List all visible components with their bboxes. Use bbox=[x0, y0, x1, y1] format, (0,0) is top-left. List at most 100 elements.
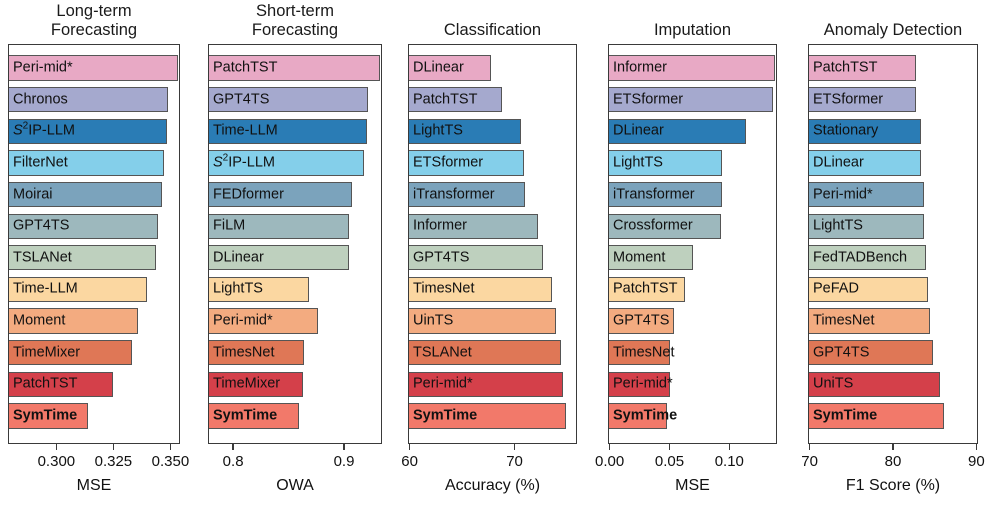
bar[interactable] bbox=[409, 245, 544, 271]
bar[interactable] bbox=[609, 245, 694, 271]
bar[interactable] bbox=[409, 87, 503, 113]
bar[interactable] bbox=[9, 181, 162, 208]
bar-row[interactable]: S2IP-LLM bbox=[9, 118, 178, 144]
bar[interactable] bbox=[809, 87, 916, 113]
bar-row[interactable]: Informer bbox=[409, 213, 575, 239]
bar-row[interactable]: ETSformer bbox=[409, 150, 575, 176]
bar-row[interactable]: LightTS bbox=[209, 276, 380, 303]
bar-row[interactable]: GPT4TS bbox=[9, 213, 178, 239]
bar[interactable] bbox=[9, 276, 148, 303]
bar-row[interactable]: PatchTST bbox=[9, 371, 178, 397]
bar[interactable] bbox=[209, 213, 350, 239]
bar-row[interactable]: Moment bbox=[9, 308, 178, 334]
bar[interactable] bbox=[609, 213, 721, 239]
bar[interactable] bbox=[809, 276, 929, 303]
bar-row[interactable]: Peri-mid* bbox=[809, 181, 976, 208]
bar[interactable] bbox=[609, 181, 722, 208]
bar-row[interactable]: SymTime bbox=[809, 403, 976, 429]
bar-row[interactable]: PatchTST bbox=[609, 276, 775, 303]
bar[interactable] bbox=[809, 55, 916, 81]
bar-row[interactable]: GPT4TS bbox=[209, 87, 380, 113]
bar-row[interactable]: TimesNet bbox=[609, 339, 775, 366]
bar[interactable] bbox=[409, 181, 526, 208]
bar[interactable] bbox=[409, 308, 556, 334]
bar[interactable] bbox=[209, 55, 380, 81]
bar[interactable] bbox=[9, 118, 167, 144]
bar[interactable] bbox=[409, 55, 491, 81]
bar[interactable] bbox=[609, 55, 775, 81]
bar-row[interactable]: S2IP-LLM bbox=[209, 150, 380, 176]
bar-row[interactable]: GPT4TS bbox=[809, 339, 976, 366]
bar[interactable] bbox=[809, 213, 925, 239]
bar-row[interactable]: DLinear bbox=[609, 118, 775, 144]
bar[interactable] bbox=[409, 371, 564, 397]
bar-row[interactable]: FilterNet bbox=[9, 150, 178, 176]
bar-row[interactable]: Peri-mid* bbox=[209, 308, 380, 334]
bar-row[interactable]: LightTS bbox=[809, 213, 976, 239]
bar[interactable] bbox=[409, 213, 539, 239]
bar[interactable] bbox=[9, 150, 164, 176]
bar[interactable] bbox=[609, 118, 747, 144]
bar[interactable] bbox=[609, 371, 670, 397]
bar-row[interactable]: FedTADBench bbox=[809, 245, 976, 271]
bar-row[interactable]: TSLANet bbox=[9, 245, 178, 271]
bar-row[interactable]: PeFAD bbox=[809, 276, 976, 303]
bar-row[interactable]: DLinear bbox=[409, 55, 575, 81]
bar-row[interactable]: TimesNet bbox=[809, 308, 976, 334]
bar[interactable] bbox=[209, 87, 369, 113]
bar-row[interactable]: Chronos bbox=[9, 87, 178, 113]
bar-row[interactable]: TimeMixer bbox=[9, 339, 178, 366]
bar-row[interactable]: Peri-mid* bbox=[9, 55, 178, 81]
bar[interactable] bbox=[809, 371, 940, 397]
bar[interactable] bbox=[9, 245, 156, 271]
bar[interactable] bbox=[409, 339, 562, 366]
bar-row[interactable]: iTransformer bbox=[409, 181, 575, 208]
bar[interactable] bbox=[809, 118, 921, 144]
bar[interactable] bbox=[209, 308, 318, 334]
bar[interactable] bbox=[409, 150, 525, 176]
bar[interactable] bbox=[809, 308, 930, 334]
bar[interactable] bbox=[9, 371, 113, 397]
bar[interactable] bbox=[9, 339, 133, 366]
bar-row[interactable]: SymTime bbox=[9, 403, 178, 429]
bar-row[interactable]: Peri-mid* bbox=[409, 371, 575, 397]
bar[interactable] bbox=[209, 181, 353, 208]
bar-row[interactable]: FEDformer bbox=[209, 181, 380, 208]
bar-row[interactable]: GPT4TS bbox=[409, 245, 575, 271]
bar[interactable] bbox=[9, 213, 158, 239]
bar[interactable] bbox=[409, 276, 552, 303]
bar-row[interactable]: SymTime bbox=[409, 403, 575, 429]
bar-row[interactable]: PatchTST bbox=[209, 55, 380, 81]
bar[interactable] bbox=[609, 150, 722, 176]
bar[interactable] bbox=[809, 403, 945, 429]
bar[interactable] bbox=[609, 403, 667, 429]
bar-row[interactable]: TSLANet bbox=[409, 339, 575, 366]
bar-row[interactable]: PatchTST bbox=[809, 55, 976, 81]
bar[interactable] bbox=[9, 87, 168, 113]
bar-row[interactable]: PatchTST bbox=[409, 87, 575, 113]
bar[interactable] bbox=[209, 118, 368, 144]
bar-row[interactable]: Informer bbox=[609, 55, 775, 81]
bar-row[interactable]: Time-LLM bbox=[209, 118, 380, 144]
bar-row[interactable]: SymTime bbox=[609, 403, 775, 429]
bar[interactable] bbox=[609, 87, 773, 113]
bar[interactable] bbox=[209, 245, 350, 271]
bar-row[interactable]: GPT4TS bbox=[609, 308, 775, 334]
bar-row[interactable]: FiLM bbox=[209, 213, 380, 239]
bar-row[interactable]: Peri-mid* bbox=[609, 371, 775, 397]
bar[interactable] bbox=[209, 403, 300, 429]
bar-row[interactable]: ETSformer bbox=[809, 87, 976, 113]
bar[interactable] bbox=[9, 403, 88, 429]
bar-row[interactable]: LightTS bbox=[609, 150, 775, 176]
bar-row[interactable]: Time-LLM bbox=[9, 276, 178, 303]
bar[interactable] bbox=[809, 245, 926, 271]
bar-row[interactable]: DLinear bbox=[809, 150, 976, 176]
bar-row[interactable]: TimesNet bbox=[409, 276, 575, 303]
bar-row[interactable]: Moirai bbox=[9, 181, 178, 208]
bar[interactable] bbox=[609, 339, 670, 366]
bar-row[interactable]: Stationary bbox=[809, 118, 976, 144]
bar[interactable] bbox=[809, 150, 921, 176]
bar-row[interactable]: ETSformer bbox=[609, 87, 775, 113]
bar-row[interactable]: Moment bbox=[609, 245, 775, 271]
bar-row[interactable]: UinTS bbox=[409, 308, 575, 334]
